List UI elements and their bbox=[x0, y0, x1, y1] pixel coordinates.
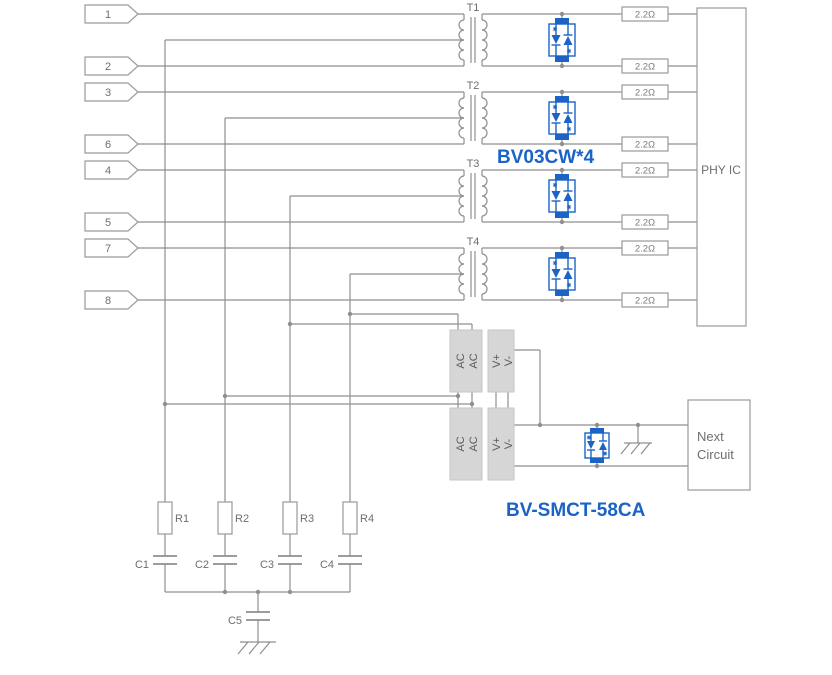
tvs-array-2 bbox=[549, 96, 575, 140]
series-resistor-4-value: 2.2Ω bbox=[635, 140, 655, 151]
phy-ic-box: PHY IC bbox=[696, 7, 747, 327]
next-circuit-label-line1: Next bbox=[697, 429, 724, 444]
series-resistors: 2.2Ω 2.2Ω 2.2Ω 2.2Ω 2.2Ω 2.2Ω 2.2Ω 2.2Ω bbox=[621, 6, 669, 308]
transformer-t4: T4 bbox=[458, 236, 488, 298]
shunt-resistor-r3-label: R3 bbox=[300, 513, 314, 525]
series-resistor-8: 2.2Ω bbox=[621, 292, 669, 308]
series-resistor-8-value: 2.2Ω bbox=[635, 296, 655, 307]
pin-8-label: 8 bbox=[105, 295, 111, 307]
capacitors: C1 C2 C3 C4 C5 bbox=[135, 555, 362, 627]
shunt-resistor-r4-label: R4 bbox=[360, 513, 374, 525]
ground-symbol-bottom bbox=[237, 641, 276, 655]
series-resistor-4: 2.2Ω bbox=[621, 136, 669, 152]
pin-tag-2: 2 bbox=[84, 56, 139, 76]
rectifier-part-number-label: BV-SMCT-58CA bbox=[506, 500, 646, 521]
pin-5-label: 5 bbox=[105, 217, 111, 229]
phy-ic-label: PHY IC bbox=[701, 163, 741, 177]
capacitor-c2-label: C2 bbox=[195, 559, 209, 571]
pin-1-label: 1 bbox=[105, 9, 111, 21]
capacitor-c2: C2 bbox=[195, 555, 237, 571]
transformers: T1 T2 T3 T4 bbox=[458, 2, 488, 298]
capacitor-c3: C3 bbox=[260, 555, 302, 571]
tvs-part-number-label: BV03CW*4 bbox=[497, 147, 595, 168]
series-resistor-3: 2.2Ω bbox=[621, 84, 669, 100]
capacitor-c4-label: C4 bbox=[320, 559, 334, 571]
bridge-rectifier-1: AC AC V+ V- bbox=[449, 329, 515, 393]
transformer-t3: T3 bbox=[458, 158, 488, 220]
transformer-t4-label: T4 bbox=[467, 236, 480, 248]
transformer-t2: T2 bbox=[458, 80, 488, 142]
transformer-t1: T1 bbox=[458, 2, 488, 64]
pin-4-label: 4 bbox=[105, 165, 111, 177]
transformer-t2-label: T2 bbox=[467, 80, 480, 92]
capacitor-c5: C5 bbox=[228, 611, 270, 627]
bridge1-vplus-label: V+ bbox=[491, 354, 503, 368]
tvs-array-1 bbox=[549, 18, 575, 62]
pin-tag-6: 6 bbox=[84, 134, 139, 154]
bridge2-vplus-label: V+ bbox=[491, 437, 503, 451]
input-pin-tags: 1 2 3 6 4 5 7 8 bbox=[84, 4, 139, 310]
shunt-resistor-r2: R2 bbox=[217, 501, 249, 535]
series-resistor-7-value: 2.2Ω bbox=[635, 244, 655, 255]
bridge-rectifier-2: AC AC V+ V- bbox=[449, 407, 515, 481]
bridge1-ac2-label: AC bbox=[468, 353, 480, 368]
pin-6-label: 6 bbox=[105, 139, 111, 151]
pin-2-label: 2 bbox=[105, 61, 111, 73]
series-resistor-3-value: 2.2Ω bbox=[635, 88, 655, 99]
tvs-array-output bbox=[584, 428, 610, 463]
pin-tag-8: 8 bbox=[84, 290, 139, 310]
ground-symbol-output bbox=[620, 442, 652, 455]
bridge2-ac2-label: AC bbox=[468, 436, 480, 451]
wire-network bbox=[138, 13, 697, 642]
transformer-t3-label: T3 bbox=[467, 158, 480, 170]
series-resistor-1-value: 2.2Ω bbox=[635, 10, 655, 21]
shunt-resistor-r4: R4 bbox=[342, 501, 374, 535]
tvs-array-3 bbox=[549, 174, 575, 218]
capacitor-c5-label: C5 bbox=[228, 615, 242, 627]
transformer-t1-label: T1 bbox=[467, 2, 480, 14]
pin-3-label: 3 bbox=[105, 87, 111, 99]
capacitor-c1: C1 bbox=[135, 555, 177, 571]
capacitor-c1-label: C1 bbox=[135, 559, 149, 571]
series-resistor-5: 2.2Ω bbox=[621, 162, 669, 178]
bridge2-vminus-label: V- bbox=[503, 438, 515, 449]
shunt-resistor-r2-label: R2 bbox=[235, 513, 249, 525]
bridge1-ac1-label: AC bbox=[455, 353, 467, 368]
series-resistor-6: 2.2Ω bbox=[621, 214, 669, 230]
junction-dots bbox=[162, 11, 641, 595]
shunt-resistor-r1: R1 bbox=[157, 501, 189, 535]
shunt-resistor-r1-label: R1 bbox=[175, 513, 189, 525]
pin-tag-1: 1 bbox=[84, 4, 139, 24]
series-resistor-1: 2.2Ω bbox=[621, 6, 669, 22]
capacitor-c3-label: C3 bbox=[260, 559, 274, 571]
pin-tag-3: 3 bbox=[84, 82, 139, 102]
series-resistor-6-value: 2.2Ω bbox=[635, 218, 655, 229]
shunt-resistor-r3: R3 bbox=[282, 501, 314, 535]
pin-tag-7: 7 bbox=[84, 238, 139, 258]
pin-tag-5: 5 bbox=[84, 212, 139, 232]
shunt-resistors: R1 R2 R3 R4 bbox=[157, 501, 374, 535]
series-resistor-2: 2.2Ω bbox=[621, 58, 669, 74]
tvs-array-4 bbox=[549, 252, 575, 296]
pin-tag-4: 4 bbox=[84, 160, 139, 180]
bridge2-ac1-label: AC bbox=[455, 436, 467, 451]
capacitor-c4: C4 bbox=[320, 555, 362, 571]
next-circuit-box: Next Circuit bbox=[687, 399, 751, 491]
series-resistor-7: 2.2Ω bbox=[621, 240, 669, 256]
series-resistor-5-value: 2.2Ω bbox=[635, 166, 655, 177]
bridge1-vminus-label: V- bbox=[503, 355, 515, 366]
tvs-arrays: BV03CW*4 bbox=[497, 18, 595, 296]
series-resistor-2-value: 2.2Ω bbox=[635, 62, 655, 73]
pin-7-label: 7 bbox=[105, 243, 111, 255]
next-circuit-label-line2: Circuit bbox=[697, 447, 734, 462]
